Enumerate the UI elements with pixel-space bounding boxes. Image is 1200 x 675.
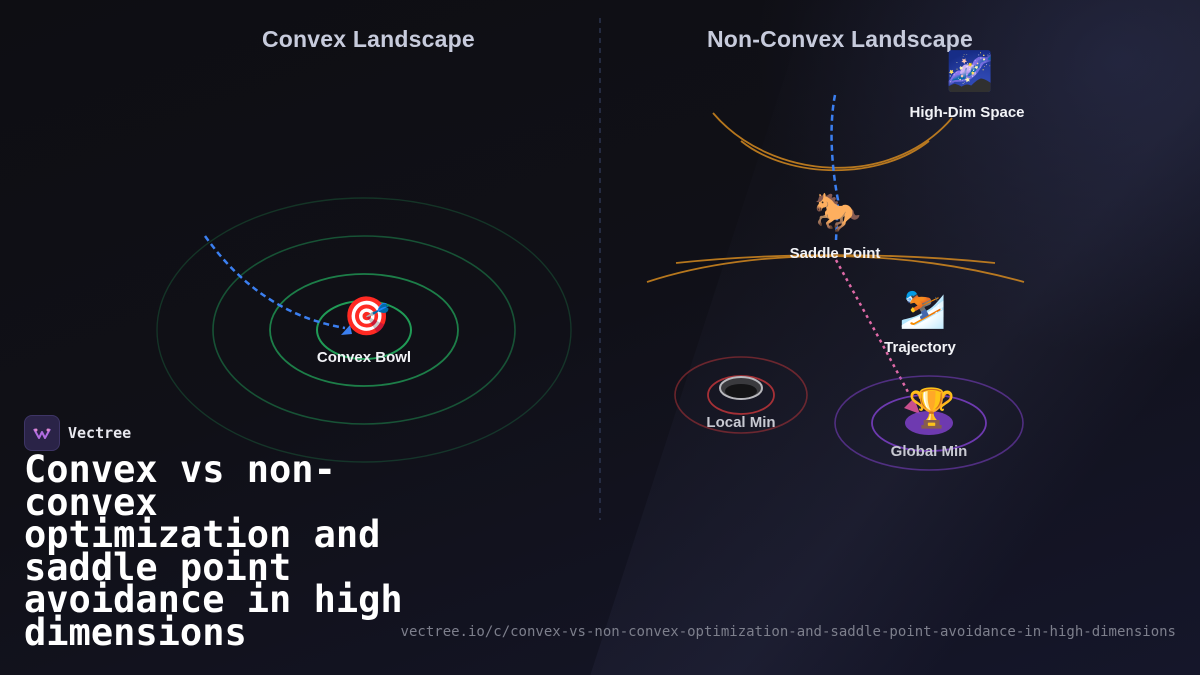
vectree-logo-icon [24, 415, 60, 451]
target-icon: 🎯 [343, 294, 391, 338]
galaxy-icon: 🌌 [946, 49, 994, 93]
local-min-label: Local Min [706, 414, 776, 431]
saddle-lower-curve-outer [646, 255, 1025, 283]
brand-name: Vectree [68, 424, 132, 442]
local-min-hole-inner [725, 384, 757, 398]
trajectory-label: Trajectory [884, 339, 956, 356]
skier-icon: ⛷️ [899, 286, 947, 330]
trophy-icon: 🏆 [908, 386, 956, 430]
global-min-marker [905, 411, 953, 435]
global-min-label: Global Min [890, 443, 968, 460]
local-min-ring-outer [674, 356, 808, 434]
convex-path-arrowhead [341, 325, 352, 335]
convex-contours [156, 197, 572, 463]
page-url: vectree.io/c/convex-vs-non-convex-optimi… [400, 624, 1176, 640]
escape-trajectory [834, 259, 910, 393]
convex-bowl-label: Convex Bowl [316, 349, 412, 366]
horse-icon: 🐎 [814, 190, 862, 234]
saddle-lower-curve-inner [675, 254, 996, 264]
trajectory-arrowhead [904, 398, 920, 414]
page-title: Convex vs non-convex optimization and sa… [24, 448, 403, 654]
high-dim-space-label: High-Dim Space [909, 104, 1025, 121]
global-min-ring-inner [871, 394, 987, 452]
contour-ring-3 [212, 235, 516, 425]
convex-panel-title: Convex Landscape [262, 26, 475, 52]
contour-ring-4 [156, 197, 572, 463]
global-min-ring-outer [834, 375, 1024, 471]
contour-ring-2 [269, 273, 459, 387]
nonconvex-panel-title: Non-Convex Landscape [707, 26, 973, 52]
brand: Vectree [24, 415, 131, 451]
saddle-point-label: Saddle Point [789, 245, 881, 262]
global-min-basin [834, 375, 1024, 471]
saddle-upper-curve-inner [740, 140, 930, 172]
saddle-curves [646, 112, 1025, 283]
contour-ring-1 [316, 300, 412, 360]
high-dim-path [830, 94, 840, 241]
convex-descent-path [203, 235, 346, 330]
saddle-upper-curve-outer [712, 112, 953, 169]
